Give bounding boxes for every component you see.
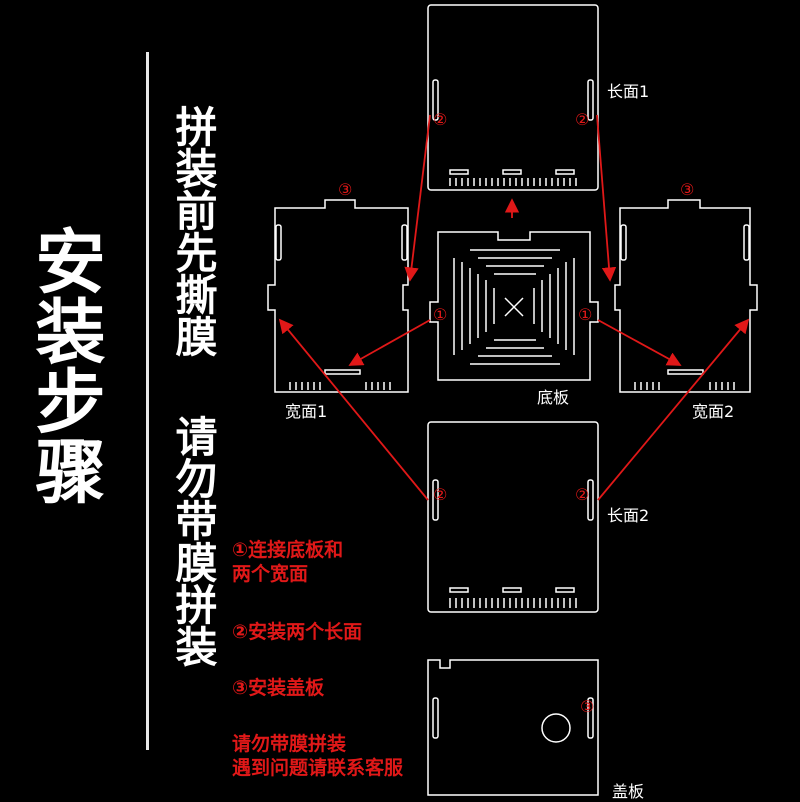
marker-2-long1-right: ② bbox=[575, 110, 589, 129]
note-step-1-line1: ①连接底板和 bbox=[232, 539, 344, 561]
instruction-no-film: 请勿带膜拼装 bbox=[169, 415, 218, 667]
marker-3-wide1: ③ bbox=[338, 180, 352, 199]
label-wide-1: 宽面1 bbox=[285, 402, 328, 421]
label-long-1: 长面1 bbox=[607, 82, 650, 101]
panel-wide-1 bbox=[267, 199, 409, 393]
panel-lid bbox=[427, 659, 599, 796]
vertical-divider bbox=[146, 52, 149, 750]
note-step-1-line2: 两个宽面 bbox=[232, 563, 309, 585]
marker-1-right: ① bbox=[578, 305, 592, 324]
note-warning-line2: 遇到问题请联系客服 bbox=[232, 757, 404, 779]
main-title: 安装步骤 bbox=[24, 225, 106, 505]
marker-2-long2-left: ② bbox=[433, 485, 447, 504]
panel-base bbox=[429, 231, 599, 381]
panel-long-1 bbox=[427, 4, 599, 191]
step-markers: ② ② ② ② ① ① ③ ③ ③ bbox=[338, 110, 694, 716]
panel-long-2 bbox=[427, 421, 599, 613]
note-step-3: ③安装盖板 bbox=[232, 677, 325, 699]
note-warning-line1: 请勿带膜拼装 bbox=[232, 733, 347, 755]
marker-1-left: ① bbox=[433, 305, 447, 324]
note-step-1: ①连接底板和 两个宽面 bbox=[232, 538, 343, 586]
note-step-2: ②安装两个长面 bbox=[232, 621, 363, 643]
label-wide-2: 宽面2 bbox=[692, 402, 735, 421]
marker-2-long2-right: ② bbox=[575, 485, 589, 504]
label-lid: 盖板 bbox=[612, 782, 645, 801]
marker-2-long1-left: ② bbox=[433, 110, 447, 129]
label-base: 底板 bbox=[537, 388, 570, 407]
panel-wide-2 bbox=[614, 199, 758, 393]
note-warning: 请勿带膜拼装 遇到问题请联系客服 bbox=[232, 732, 403, 780]
assembly-arrows bbox=[278, 114, 750, 501]
marker-3-lid: ③ bbox=[580, 697, 594, 716]
instruction-remove-film: 拼装前先撕膜 bbox=[169, 105, 218, 357]
marker-3-wide2: ③ bbox=[680, 180, 694, 199]
label-long-2: 长面2 bbox=[607, 506, 650, 525]
